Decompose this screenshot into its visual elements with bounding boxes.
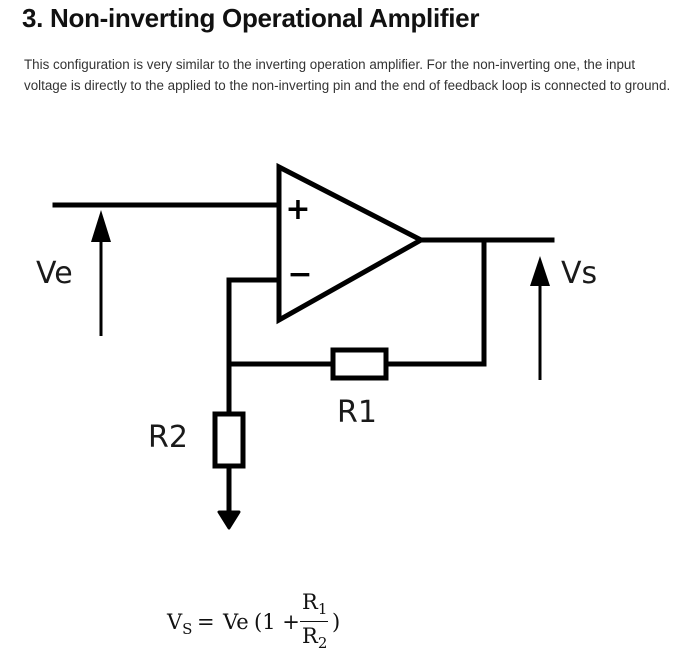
minus-sign: −	[287, 257, 312, 292]
op-amp-triangle	[276, 162, 427, 325]
page-title: 3. Non-inverting Operational Amplifier	[22, 3, 480, 33]
r2-resistor	[212, 411, 246, 469]
output-voltage-arrow-icon	[530, 256, 550, 286]
r1-label: R1	[337, 395, 377, 430]
formula-open-paren: (1 +	[254, 610, 300, 634]
r2-label: R2	[148, 420, 188, 455]
formula-fraction-bar	[300, 621, 328, 622]
input-voltage-label: Ve	[36, 256, 73, 291]
r1-resistor	[330, 347, 389, 381]
input-voltage-arrow-icon	[91, 210, 111, 242]
formula-numerator-main: R	[302, 590, 318, 614]
output-voltage-label: Vs	[561, 256, 597, 291]
formula-numerator-sub: 1	[317, 600, 328, 618]
op-amp-circuit-diagram: + − Ve Vs R1 R2	[36, 162, 597, 530]
description-paragraph: This configuration is very similar to th…	[24, 57, 671, 93]
formula-lhs-sub: S	[182, 620, 193, 638]
formula-close-paren: )	[332, 610, 341, 634]
plus-sign: +	[285, 192, 310, 227]
formula-numerator: R1	[302, 590, 327, 618]
formula-denominator-sub: 2	[317, 634, 328, 652]
formula-lhs-main: V	[167, 610, 183, 634]
formula-ve: Ve	[223, 610, 249, 634]
formula-denominator-main: R	[302, 624, 318, 648]
formula-equals: =	[197, 610, 215, 634]
formula-lhs: VS	[167, 610, 192, 638]
ground-arrow-icon	[217, 510, 241, 530]
formula-denominator: R2	[302, 624, 327, 652]
